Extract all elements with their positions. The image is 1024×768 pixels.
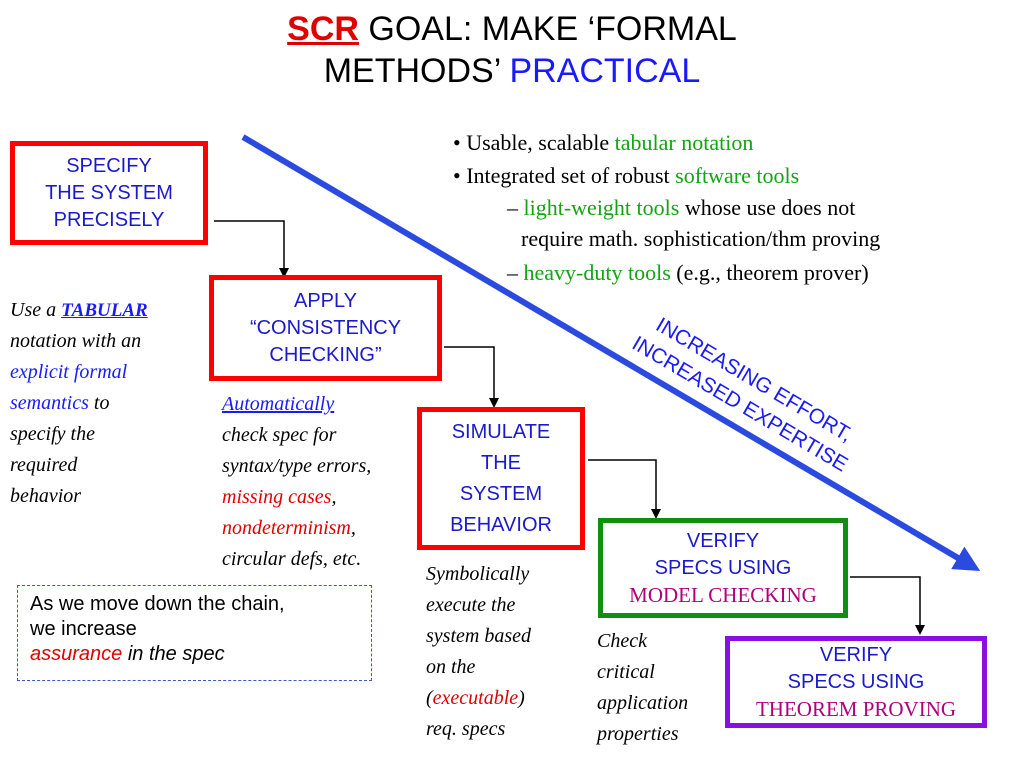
sub-bullet-1-text: whose use does not: [679, 195, 856, 220]
connector-verifymc-verifytp: [850, 576, 925, 635]
note-simulate-l6: req. specs: [426, 718, 506, 740]
note-tabular-l4a: semantics: [10, 392, 89, 414]
box-verify-theorem-proving: VERIFY SPECS USING THEOREM PROVING: [725, 636, 987, 728]
note-simulate-l5b: executable: [432, 687, 519, 709]
note-tabular-use-a: Use a: [10, 299, 62, 321]
note-simulate-l4: on the: [426, 656, 476, 678]
note-consistency-l1: Automatically: [222, 393, 335, 415]
sub-bullet-1-cont: require math. sophistication/thm proving: [521, 226, 881, 251]
note-tabular-keyword: TABULAR: [61, 300, 148, 321]
slide-title: SCR GOAL: MAKE ‘FORMAL METHODS’ PRACTICA…: [0, 8, 1024, 92]
title-line2-b: PRACTICAL: [509, 52, 701, 90]
goal-bullets: • Usable, scalable tabular notation • In…: [453, 126, 1018, 292]
box-simulate-l3: SYSTEM: [459, 482, 543, 505]
box-apply: APPLY “CONSISTENCY CHECKING”: [209, 275, 442, 381]
assurance-l2: we increase: [30, 618, 137, 640]
sub-bullet-2-text: (e.g., theorem prover): [670, 260, 869, 285]
sub-bullet-2-dash: –: [507, 260, 524, 285]
note-tabular-l4b: to: [88, 392, 110, 414]
note-model-check-l1: Check: [597, 630, 647, 652]
box-apply-l2: “CONSISTENCY: [249, 316, 402, 339]
bullet-1-highlight: tabular notation: [614, 130, 754, 155]
title-line2-a: METHODS’: [323, 52, 510, 90]
note-consistency-l3: syntax/type errors,: [222, 455, 372, 477]
box-verify-mc-l1: VERIFY: [686, 529, 760, 552]
note-tabular: Use a TABULAR notation with an explicit …: [10, 295, 200, 512]
box-simulate-l2: THE: [481, 451, 521, 474]
note-consistency-l5b: ,: [350, 517, 356, 539]
note-tabular-l2: notation with an: [10, 330, 142, 352]
note-consistency-l4b: ,: [331, 486, 337, 508]
note-model-check: Check critical application properties: [597, 626, 722, 750]
box-specify-l2: THE SYSTEM: [45, 181, 173, 204]
box-specify-l3: PRECISELY: [53, 208, 165, 231]
box-verify-tp-l2: SPECS USING: [787, 670, 925, 693]
box-apply-l1: APPLY: [294, 289, 357, 312]
bullet-1-text: Usable, scalable: [466, 130, 615, 155]
assurance-callout: As we move down the chain, we increase a…: [17, 585, 372, 681]
box-specify-l1: SPECIFY: [66, 154, 152, 177]
box-verify-tp-l3: THEOREM PROVING: [755, 696, 957, 721]
sub-bullet-1-highlight: light-weight tools: [523, 195, 680, 220]
assurance-l3b: in the spec: [122, 643, 225, 665]
note-simulate-l2: execute the: [426, 594, 516, 616]
bullet-1: • Usable, scalable tabular notation: [453, 130, 754, 155]
note-simulate-l5c: ): [518, 687, 525, 709]
sub-bullet-1: – light-weight tools whose use does not: [453, 192, 1018, 223]
effort-arrow: [241, 134, 981, 572]
box-verify-model-checking: VERIFY SPECS USING MODEL CHECKING: [598, 518, 848, 618]
note-tabular-l3: explicit formal: [10, 361, 128, 383]
connector-specify-apply: [214, 220, 289, 278]
note-consistency: Automatically check spec for syntax/type…: [222, 389, 422, 575]
note-simulate-l1: Symbolically: [426, 563, 530, 585]
note-tabular-l5: specify the: [10, 423, 95, 445]
connector-simulate-verifymc: [588, 459, 661, 519]
box-specify: SPECIFY THE SYSTEM PRECISELY: [10, 141, 208, 245]
note-consistency-l6: circular defs, etc.: [222, 548, 362, 570]
connector-apply-simulate: [444, 346, 499, 408]
box-simulate-l4: BEHAVIOR: [450, 513, 552, 536]
note-simulate-l5a: (: [426, 687, 433, 709]
assurance-l3a: assurance: [30, 643, 123, 665]
box-verify-mc-l2: SPECS USING: [654, 556, 792, 579]
note-simulate-l3: system based: [426, 625, 531, 647]
note-consistency-l2: check spec for: [222, 424, 337, 446]
note-consistency-l4a: missing cases: [222, 486, 332, 508]
note-simulate: Symbolically execute the system based on…: [426, 559, 576, 745]
bullet-2-highlight: software tools: [675, 163, 800, 188]
box-verify-tp-l1: VERIFY: [819, 643, 893, 666]
note-tabular-l7: behavior: [10, 485, 82, 507]
title-scr: SCR: [287, 10, 359, 48]
bullet-2-text: Integrated set of robust: [466, 163, 676, 188]
box-simulate: SIMULATE THE SYSTEM BEHAVIOR: [417, 407, 585, 550]
note-model-check-l2: critical: [597, 661, 655, 683]
box-verify-mc-l3: MODEL CHECKING: [629, 582, 817, 607]
note-model-check-l3: application: [597, 692, 689, 714]
box-simulate-l1: SIMULATE: [451, 420, 551, 443]
sub-bullet-2: – heavy-duty tools (e.g., theorem prover…: [453, 254, 1018, 292]
box-apply-l3: CHECKING”: [269, 343, 382, 366]
note-consistency-l5a: nondeterminism: [222, 517, 351, 539]
title-line1-rest: GOAL: MAKE ‘FORMAL: [358, 10, 737, 48]
assurance-l1: As we move down the chain,: [30, 593, 285, 615]
bullet-2: • Integrated set of robust software tool…: [453, 163, 800, 188]
sub-bullet-2-highlight: heavy-duty tools: [523, 260, 671, 285]
sub-bullet-1-dash: –: [507, 195, 524, 220]
note-model-check-l4: properties: [597, 723, 679, 745]
note-tabular-l6: required: [10, 454, 78, 476]
